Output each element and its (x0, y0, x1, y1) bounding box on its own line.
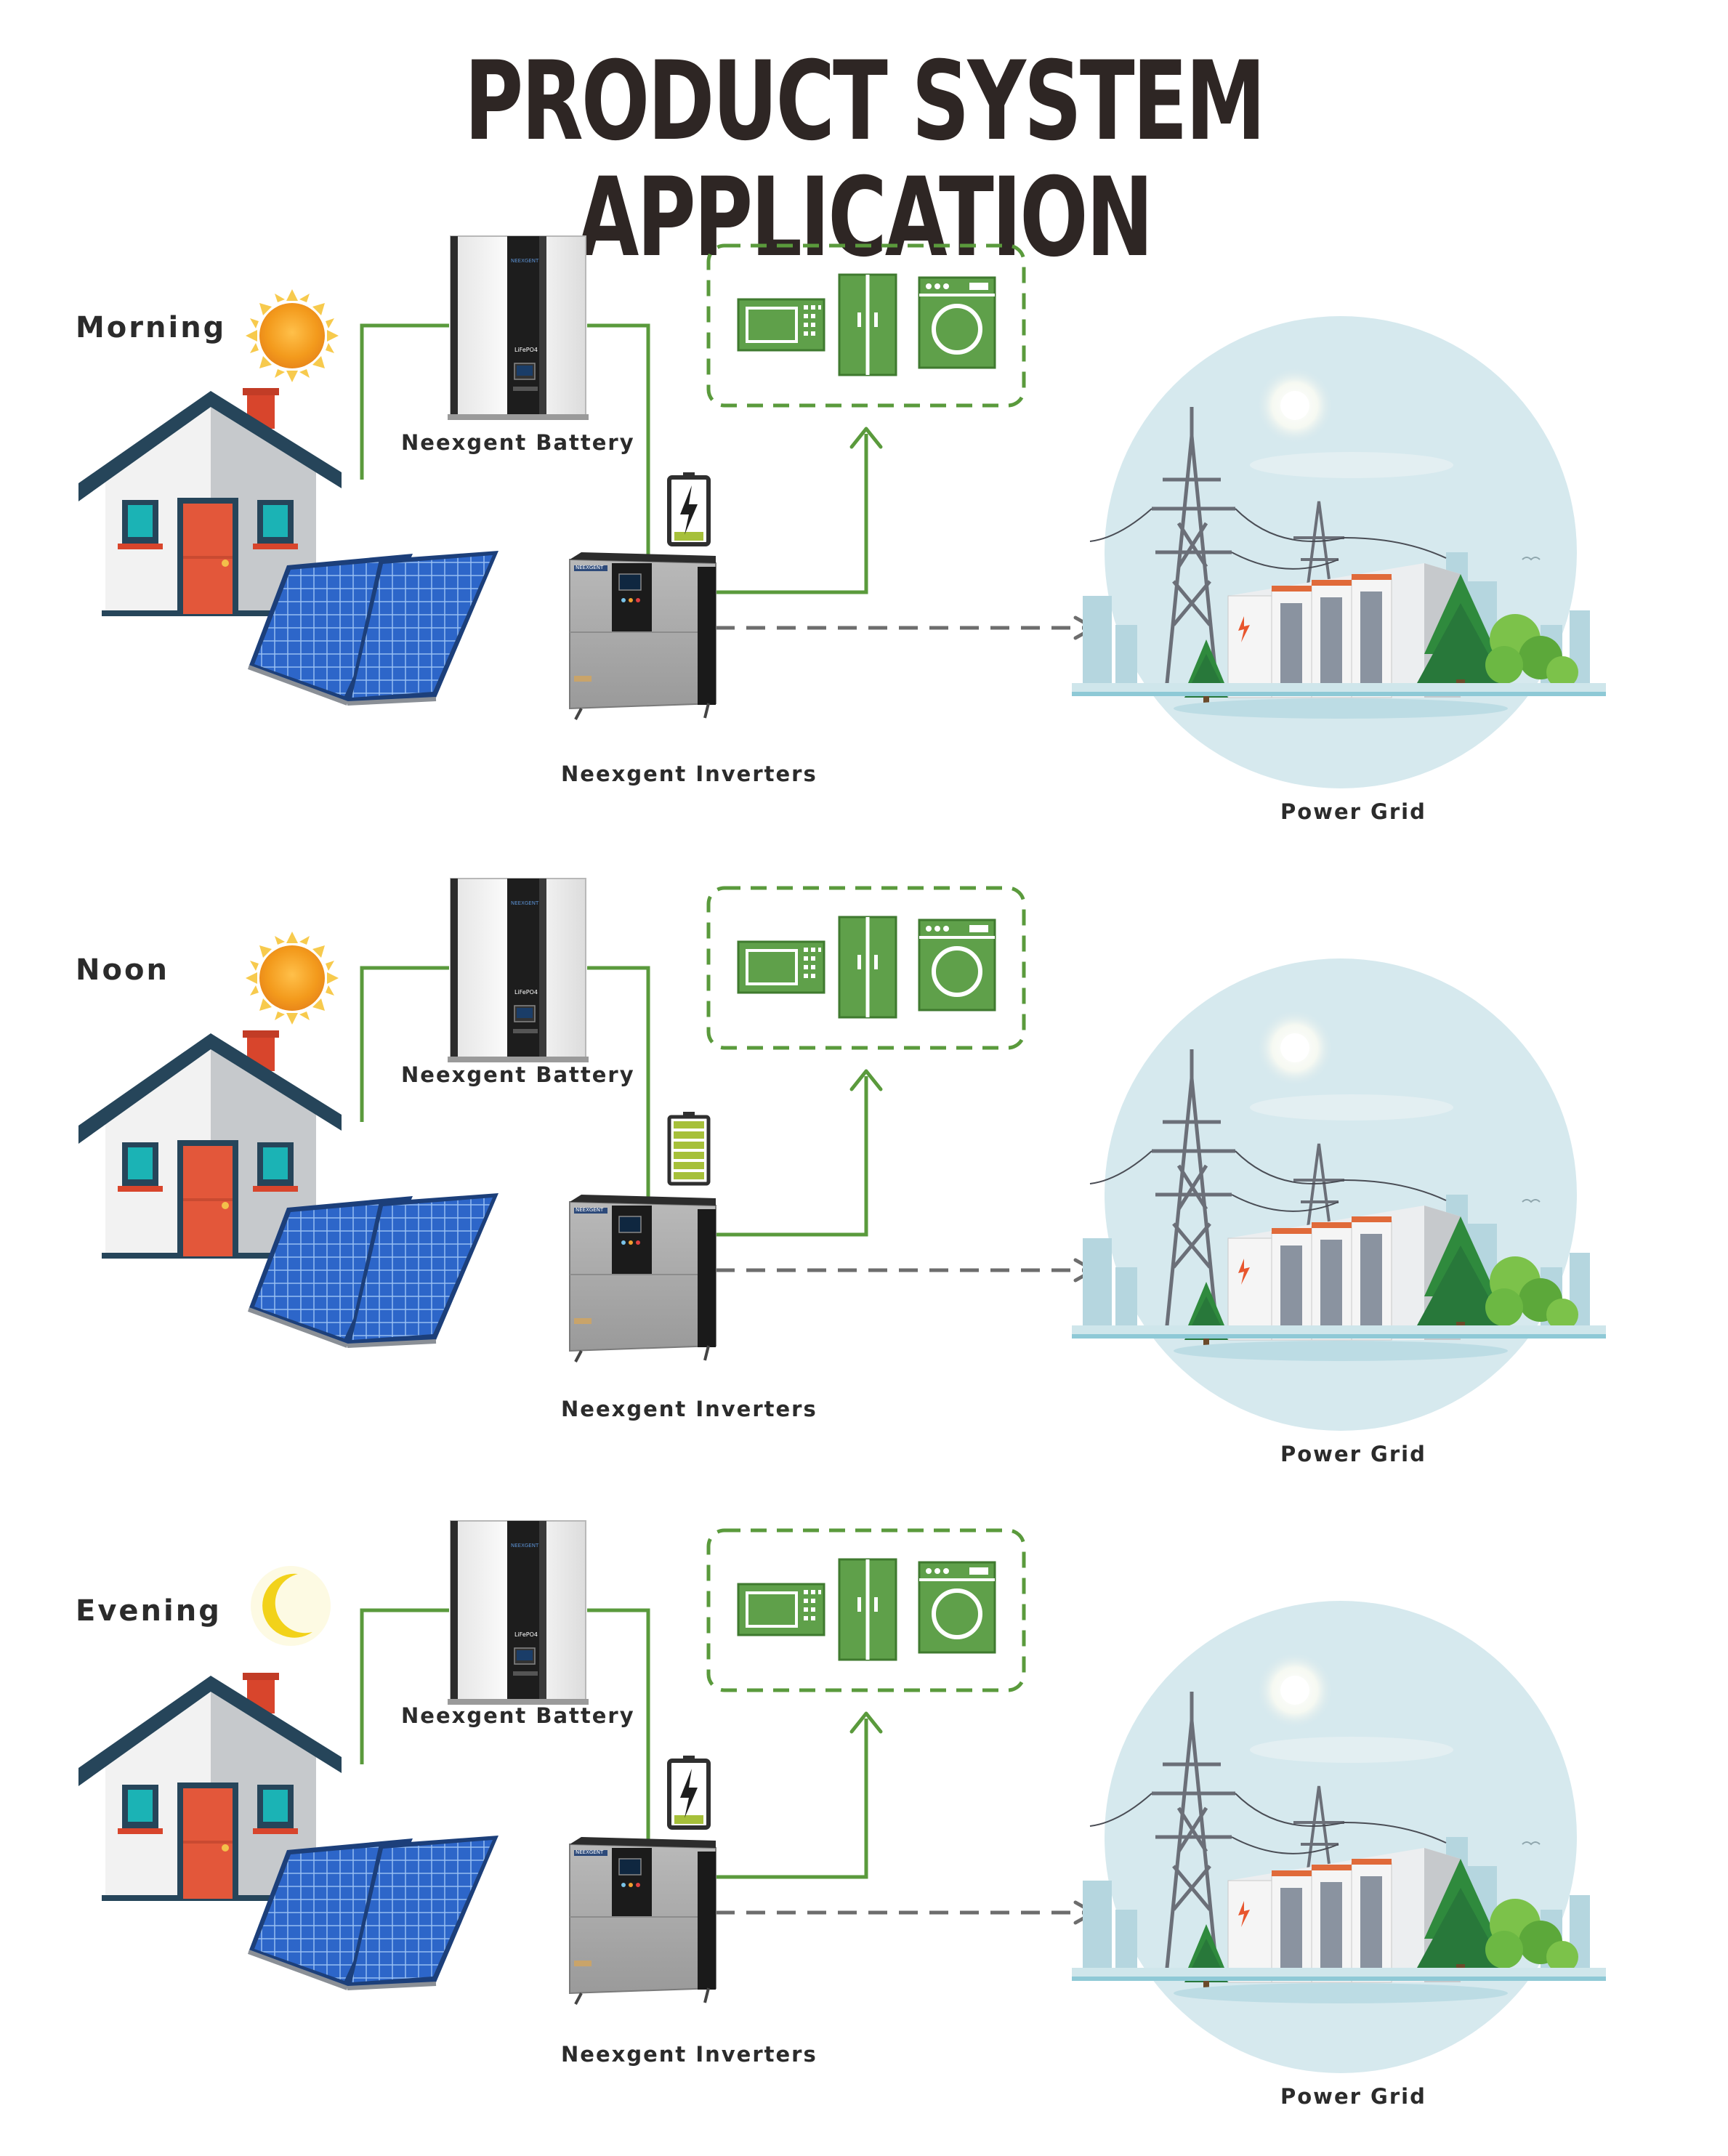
sun-icon (246, 289, 339, 382)
battery-brand-text: NEEXGENT (511, 1543, 539, 1549)
time-label: Evening (76, 1594, 222, 1628)
charging-icon (669, 472, 708, 544)
page-title: PRODUCT SYSTEM APPLICATION (464, 39, 1266, 281)
time-label: Noon (76, 953, 169, 987)
battery-label: Neexgent Battery (401, 1062, 635, 1087)
inverter-brand-text: NEEXGENT (576, 565, 604, 570)
inverter-label: Neexgent Inverters (561, 2042, 817, 2067)
moon-icon (251, 1566, 331, 1646)
battery-chem-text: LiFePO4 (514, 989, 538, 996)
grid-label: Power Grid (1280, 1442, 1426, 1466)
battery-chem-text: LiFePO4 (514, 347, 538, 353)
inverter-brand-text: NEEXGENT (576, 1207, 604, 1213)
inverter-brand-text: NEEXGENT (576, 1849, 604, 1855)
battery-chem-text: LiFePO4 (514, 1631, 538, 1638)
inverter-label: Neexgent Inverters (561, 1397, 817, 1421)
battery-brand-text: NEEXGENT (511, 900, 539, 906)
sun-icon (246, 932, 339, 1025)
charging-icon (669, 1756, 708, 1828)
battery-label: Neexgent Battery (401, 430, 635, 455)
grid-label: Power Grid (1280, 2084, 1426, 2109)
battery-label: Neexgent Battery (401, 1703, 635, 1728)
grid-label: Power Grid (1280, 799, 1426, 824)
inverter-label: Neexgent Inverters (561, 762, 817, 786)
battery-full-icon (669, 1112, 708, 1184)
battery-brand-text: NEEXGENT (511, 258, 539, 264)
time-label: Morning (76, 311, 227, 344)
